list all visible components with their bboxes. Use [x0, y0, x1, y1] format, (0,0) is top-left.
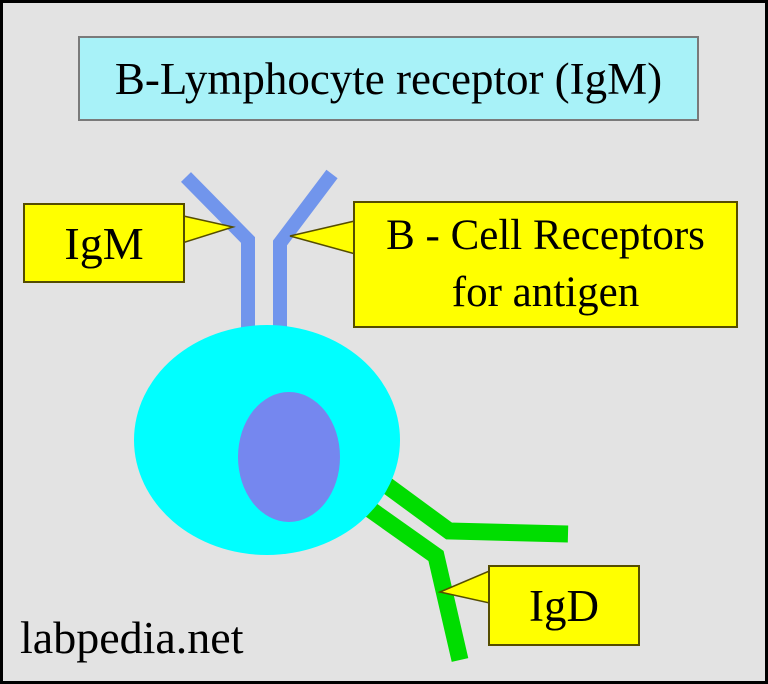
bcr-label-line2: for antigen: [451, 268, 640, 316]
title-box: B-Lymphocyte receptor (IgM): [78, 36, 699, 121]
watermark-text: labpedia.net: [20, 612, 244, 663]
igm-label-text: IgM: [64, 217, 144, 269]
title-text: B-Lymphocyte receptor (IgM): [114, 53, 663, 104]
b-cell-nucleus: [238, 392, 340, 522]
igm-receptor-left-arm: [181, 172, 255, 333]
bcr-label-line1: B - Cell Receptors: [386, 211, 705, 259]
igd-label-text: IgD: [529, 580, 599, 631]
bcr-label-box: B - Cell Receptors for antigen: [353, 201, 738, 328]
cell-diagram: [134, 169, 569, 662]
igd-label-box: IgD: [488, 565, 640, 646]
igm-label-box: IgM: [23, 203, 185, 283]
igm-receptor-right-arm: [273, 169, 338, 333]
